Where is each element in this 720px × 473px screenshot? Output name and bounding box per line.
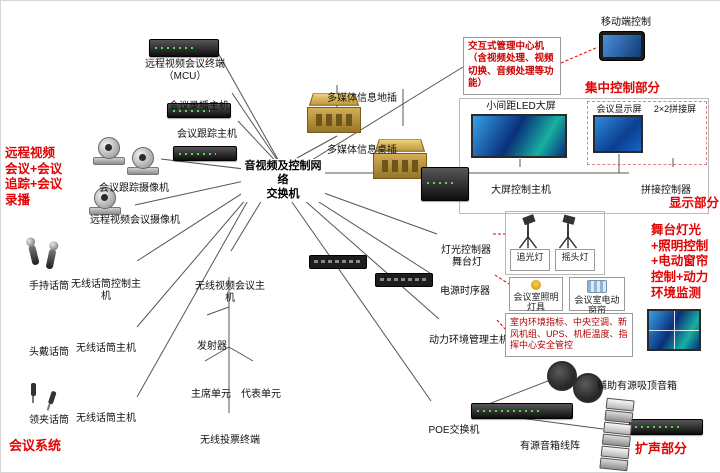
video-wall-label: 2×2拼接屏 — [653, 104, 697, 114]
curtain-icon — [587, 280, 607, 293]
wvc-host-label: 无线视频会议主机 — [195, 281, 265, 304]
tracking-camera-icon — [127, 147, 159, 175]
right-section-label: 舞台灯光+照明控制+电动窗帘控制+动力环境监测 — [651, 223, 709, 300]
line-array-label: 有源音箱线阵 — [520, 441, 580, 452]
room-light-label: 会议室照明灯具 — [513, 292, 559, 313]
delegate-label: 代表单元 — [241, 389, 281, 400]
tracker-device — [173, 146, 237, 161]
env-host-label: 动力环境管理主机 — [429, 335, 509, 346]
lavalier-mic-icon — [31, 383, 36, 403]
conference-section-label: 会议系统 — [9, 438, 62, 453]
stage-light-icon — [513, 214, 543, 255]
vc-camera-label: 远程视频会议摄像机 — [90, 215, 180, 226]
moving-light-box: 摇头灯 — [555, 249, 595, 271]
display-section-label: 显示部分 — [669, 196, 720, 210]
conf-display-label: 会议显示屏 — [596, 104, 642, 114]
handheld-mic-label: 手持话筒 — [29, 281, 69, 292]
led-screen-label: 小间距LED大屏 — [486, 101, 556, 112]
chairman-label: 主席单元 — [191, 389, 231, 400]
line-array-icon — [599, 397, 635, 472]
tablet-icon — [599, 31, 645, 61]
wireless-host1-label: 无线话筒主机 — [76, 343, 136, 354]
headset-mic-label: 头戴话筒 — [29, 347, 69, 358]
lavalier-mic-label: 领夹话筒 — [29, 415, 69, 426]
curtain-label: 会议室电动窗帘 — [574, 295, 620, 316]
light-controller-label: 灯光控制器 — [441, 245, 491, 256]
display-sub-frame — [587, 101, 707, 165]
floor-socket-icon — [373, 137, 427, 179]
wireless-host2-label: 无线话筒主机 — [76, 413, 136, 424]
splicer-device — [629, 419, 703, 435]
wireless-ctrl-host-label: 无线话筒控制主机 — [71, 279, 141, 302]
vc-camera-icon — [89, 187, 121, 215]
handheld-mic-icon — [44, 248, 57, 275]
poe-switch-label: POE交换机 — [428, 425, 480, 436]
spot-light-box: 追光灯 — [510, 249, 550, 271]
desk-socket-icon — [375, 273, 433, 287]
video-wall — [647, 309, 701, 351]
led-screen — [471, 114, 567, 158]
tracker-label: 会议跟踪主机 — [177, 129, 237, 140]
sound-section-label: 扩声部分 — [635, 441, 688, 456]
env-info-box: 室内环境指标、中央空调、新风机组、UPS、机柜温度、指挥中心安全管控 — [505, 313, 633, 357]
voting-label: 无线投票终端 — [200, 435, 260, 446]
recorder-label: 会议录播主机 — [169, 101, 229, 112]
central-section-label: 集中控制部分 — [585, 81, 661, 95]
room-light-box: 会议室照明灯具 — [509, 277, 563, 313]
desk-socket-icon — [309, 255, 367, 269]
curtain-box: 会议室电动窗帘 — [569, 277, 625, 315]
light-bulb-icon — [531, 280, 541, 290]
ceiling-speaker-label: 辅助有源吸顶音箱 — [597, 381, 677, 392]
spot-light-label: 追光灯 — [516, 252, 544, 262]
tracking-camera-icon — [93, 137, 125, 165]
screen-host-label: 大屏控制主机 — [491, 185, 551, 196]
conf-display-screen — [593, 115, 643, 153]
moving-light-label: 摇头灯 — [561, 252, 589, 262]
mcu-label: 远程视频会议终端 （MCU） — [145, 59, 225, 82]
tracking-camera-label: 会议跟踪摄像机 — [99, 183, 169, 194]
left-section-label: 远程视频会议+会议追踪+会议录播 — [5, 146, 63, 207]
stage-light-frame — [505, 211, 605, 275]
floor-socket-label: 多媒体信息地插 — [327, 93, 397, 104]
desk-socket-label: 多媒体信息桌插 — [327, 145, 397, 156]
splicer-label: 拼接控制器 — [641, 185, 691, 196]
transmitter-label: 发射器 — [197, 341, 227, 352]
recorder-device — [167, 103, 231, 118]
mcu-device — [149, 39, 219, 57]
mgmt-device — [421, 167, 469, 201]
stage-light-icon — [553, 214, 583, 255]
mgmt-center-box: 交互式管理中心机（含视频处理、视频切换、音频处理等功能） — [463, 37, 561, 95]
lavalier-mic-icon — [46, 390, 57, 410]
stage-light-label: 舞台灯 — [452, 257, 482, 268]
ceiling-speaker-icon — [573, 373, 603, 403]
handheld-mic-icon — [28, 244, 41, 271]
mobile-control-label: 移动端控制 — [601, 17, 651, 28]
core-switch-label: 音视频及控制网络 交换机 — [241, 159, 325, 203]
sequencer-label: 电源时序器 — [440, 286, 490, 297]
screen-host-device — [471, 403, 573, 419]
